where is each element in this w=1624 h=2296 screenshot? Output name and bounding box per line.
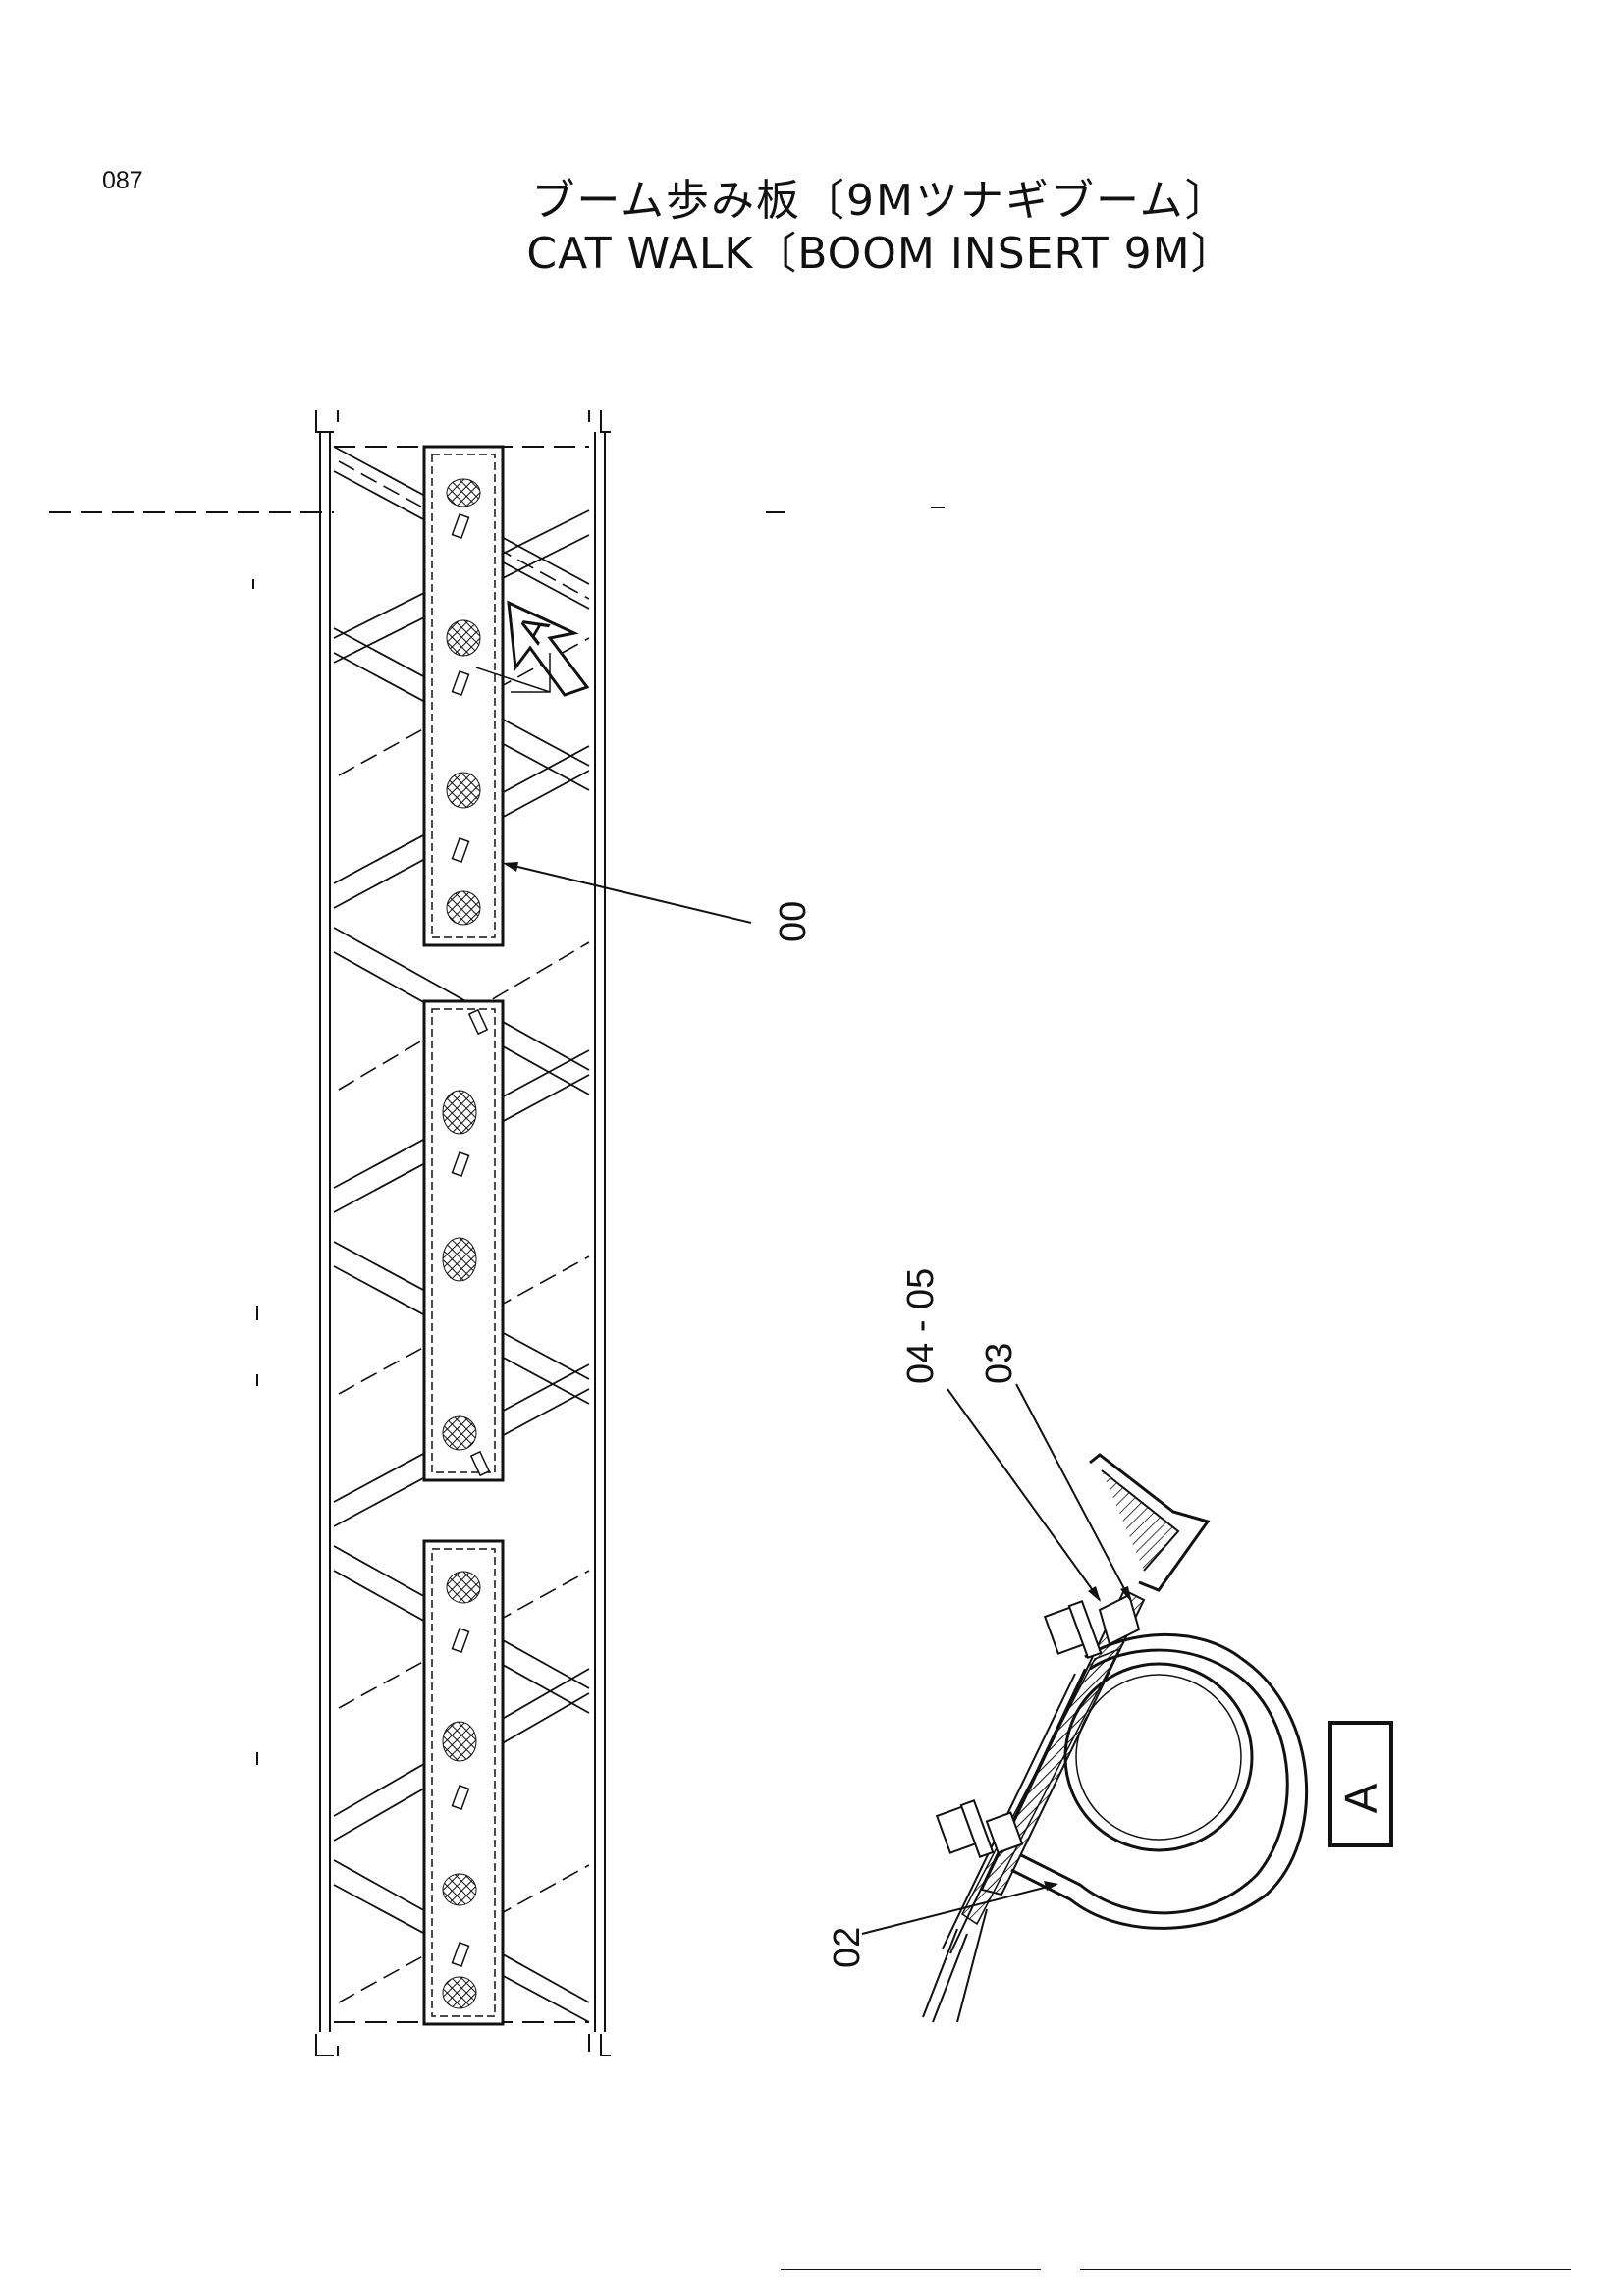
scan-marks — [252, 579, 1571, 2270]
page-number: 087 — [102, 167, 143, 194]
callout-plate: 03 — [979, 1343, 1020, 1384]
catwalk-panel-2 — [422, 999, 505, 1482]
view-a-label: A — [1335, 1783, 1386, 1813]
callout-catwalk-assembly: 00 — [773, 901, 814, 942]
view-a-label-box: A — [1328, 1721, 1393, 1847]
title-japanese: ブーム歩み板〔9Mツナギブーム〕 — [531, 176, 1230, 226]
callout-bolt-nut: 04 - 05 — [900, 1268, 942, 1384]
catwalk-panel-3 — [422, 1539, 505, 2026]
callout-u-bolt: 02 — [827, 1927, 868, 1968]
detail-a-section: 04 - 05 03 02 — [827, 1268, 1309, 2023]
drawing-title: ブーム歩み板〔9Mツナギブーム〕 CAT WALK〔BOOM INSERT 9M… — [0, 175, 1624, 281]
view-a-arrow: A — [475, 600, 590, 697]
catwalk-panel-1 — [422, 445, 505, 947]
callout-00: 00 — [503, 862, 814, 942]
title-english: CAT WALK〔BOOM INSERT 9M〕 — [526, 229, 1235, 279]
